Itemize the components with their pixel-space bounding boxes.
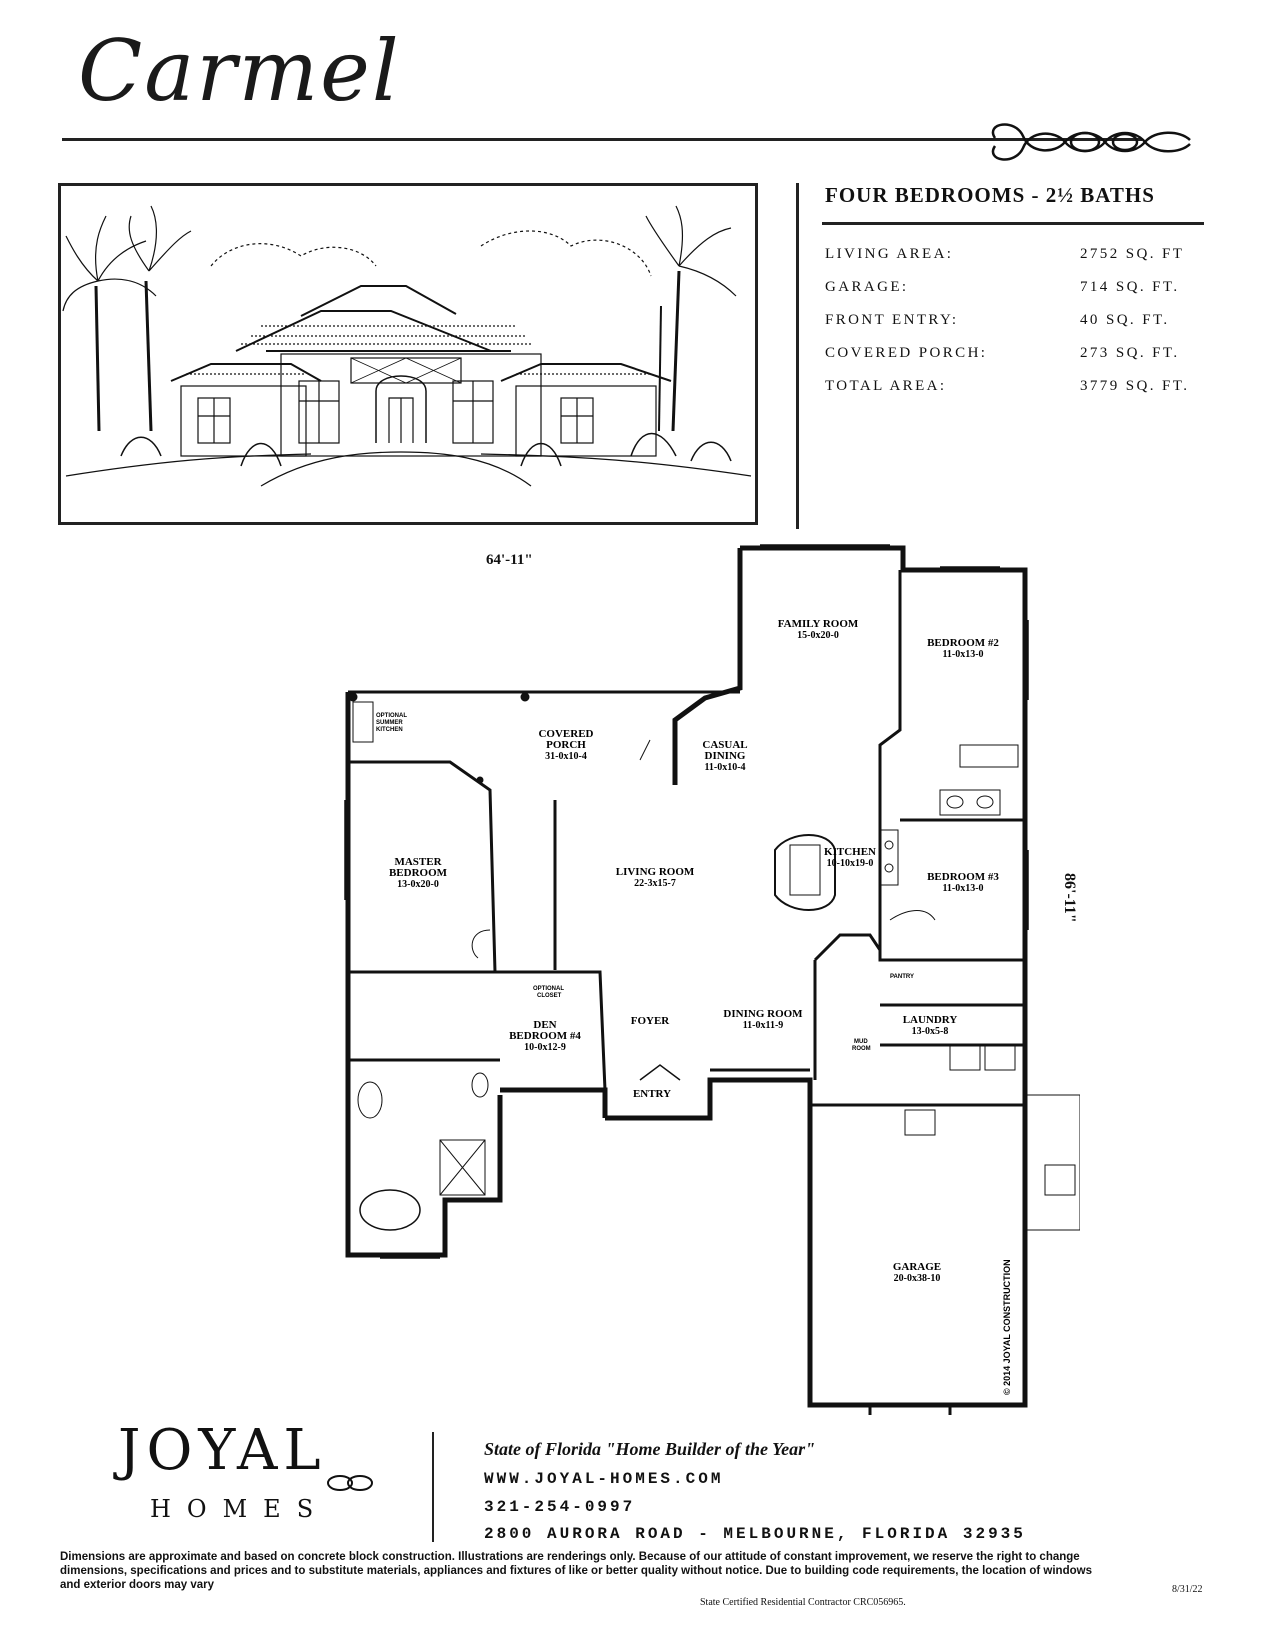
- area-specs-table: LIVING AREA: 2752 SQ. FT GARAGE: 714 SQ.…: [825, 246, 1189, 411]
- spec-row-garage: GARAGE: 714 SQ. FT.: [825, 279, 1189, 312]
- room-name-entry: ENTRY: [633, 1088, 671, 1100]
- award-tagline: State of Florida "Home Builder of the Ye…: [484, 1439, 816, 1459]
- copyright-notice: © 2014 JOYAL CONSTRUCTION: [1002, 1259, 1012, 1395]
- room-name-pantry: PANTRY: [890, 974, 914, 980]
- room-name-kitchen: KITCHEN: [824, 846, 876, 858]
- floor-plan: FAMILY ROOM 15-0x20-0 BEDROOM #2 11-0x13…: [344, 544, 1080, 1415]
- mud-room-label-1: MUD: [854, 1039, 868, 1045]
- phone-number: 321-254-0997: [484, 1498, 636, 1516]
- spec-value: 273 SQ. FT.: [1080, 345, 1180, 361]
- room-name-casual-dining-2: DINING: [705, 750, 746, 762]
- room-name-casual-dining: CASUAL: [702, 739, 747, 751]
- room-size-dining-room: 11-0x11-9: [743, 1020, 784, 1031]
- room-size-garage: 20-0x38-10: [894, 1273, 941, 1284]
- optional-closet-label-2: CLOSET: [537, 993, 562, 999]
- overall-width-dimension: 64'-11": [486, 552, 533, 568]
- room-name-family-room: FAMILY ROOM: [778, 618, 859, 630]
- spec-value: 714 SQ. FT.: [1080, 279, 1180, 295]
- homes-logo-wordmark: HOMES: [150, 1495, 330, 1523]
- spec-row-covered-porch: COVERED PORCH: 273 SQ. FT.: [825, 345, 1189, 378]
- spec-value: 2752 SQ. FT: [1080, 246, 1185, 262]
- spec-label: TOTAL AREA:: [825, 378, 947, 394]
- room-name-covered-porch-2: PORCH: [546, 739, 586, 751]
- room-name-den: DEN: [533, 1019, 556, 1031]
- room-name-bedroom-2: BEDROOM #2: [927, 637, 999, 649]
- scroll-ornament: [991, 123, 1191, 161]
- spec-row-total-area: TOTAL AREA: 3779 SQ. FT.: [825, 378, 1189, 411]
- room-name-living-room: LIVING ROOM: [616, 866, 695, 878]
- footer-divider: [432, 1432, 434, 1542]
- room-name-covered-porch: COVERED: [538, 728, 593, 740]
- room-name-master-bedroom-2: BEDROOM: [389, 867, 448, 879]
- title-rule: [62, 138, 1142, 141]
- room-size-bedroom-3: 11-0x13-0: [942, 883, 983, 894]
- optional-summer-kitchen-label-1: OPTIONAL: [376, 713, 407, 719]
- plan-title: Carmel: [78, 22, 401, 120]
- room-name-bedroom-3: BEDROOM #3: [927, 871, 999, 883]
- spec-value: 3779 SQ. FT.: [1080, 378, 1190, 394]
- room-size-casual-dining: 11-0x10-4: [704, 762, 745, 773]
- mud-room-label-2: ROOM: [852, 1046, 871, 1052]
- spec-label: COVERED PORCH:: [825, 345, 988, 361]
- room-size-family-room: 15-0x20-0: [797, 630, 839, 641]
- joyal-logo-wordmark: JOYAL: [118, 1418, 327, 1483]
- optional-summer-kitchen-label-2: SUMMER: [376, 720, 403, 726]
- bed-bath-heading: FOUR BEDROOMS - 2½ BATHS: [825, 183, 1155, 207]
- spec-row-front-entry: FRONT ENTRY: 40 SQ. FT.: [825, 312, 1189, 345]
- spec-label: FRONT ENTRY:: [825, 312, 959, 328]
- specs-rule: [822, 222, 1204, 225]
- room-size-covered-porch: 31-0x10-4: [545, 751, 587, 762]
- room-name-master-bedroom: MASTER: [394, 856, 442, 868]
- logo-swirl-icon: [327, 1475, 373, 1491]
- room-name-bedroom-4: BEDROOM #4: [509, 1030, 581, 1042]
- contractor-license: State Certified Residential Contractor C…: [700, 1597, 906, 1608]
- website-link[interactable]: WWW.JOYAL-HOMES.COM: [484, 1470, 724, 1488]
- room-size-laundry: 13-0x5-8: [912, 1026, 949, 1037]
- front-elevation-frame: [58, 183, 758, 525]
- room-name-laundry: LAUNDRY: [903, 1014, 958, 1026]
- optional-summer-kitchen-label-3: KITCHEN: [376, 727, 403, 733]
- wall-family-north: [740, 545, 1028, 980]
- room-size-living-room: 22-3x15-7: [634, 878, 676, 889]
- spec-label: GARAGE:: [825, 279, 909, 295]
- revision-date: 8/31/22: [1172, 1584, 1203, 1595]
- specs-divider: [796, 183, 799, 529]
- front-elevation-drawing: [62, 205, 752, 487]
- street-address: 2800 AURORA ROAD - MELBOURNE, FLORIDA 32…: [484, 1525, 1026, 1543]
- room-size-bedroom-2: 11-0x13-0: [942, 649, 983, 660]
- room-size-den: 10-0x12-9: [524, 1042, 566, 1053]
- room-name-garage: GARAGE: [893, 1261, 941, 1273]
- room-name-foyer: FOYER: [631, 1015, 671, 1027]
- room-size-master-bedroom: 13-0x20-0: [397, 879, 439, 890]
- spec-label: LIVING AREA:: [825, 246, 954, 262]
- optional-closet-label-1: OPTIONAL: [533, 986, 564, 992]
- spec-value: 40 SQ. FT.: [1080, 312, 1170, 328]
- disclaimer-text: Dimensions are approximate and based on …: [60, 1551, 1092, 1591]
- room-name-dining-room: DINING ROOM: [723, 1008, 803, 1020]
- room-size-kitchen: 10-10x19-0: [827, 858, 874, 869]
- spec-row-living: LIVING AREA: 2752 SQ. FT: [825, 246, 1189, 279]
